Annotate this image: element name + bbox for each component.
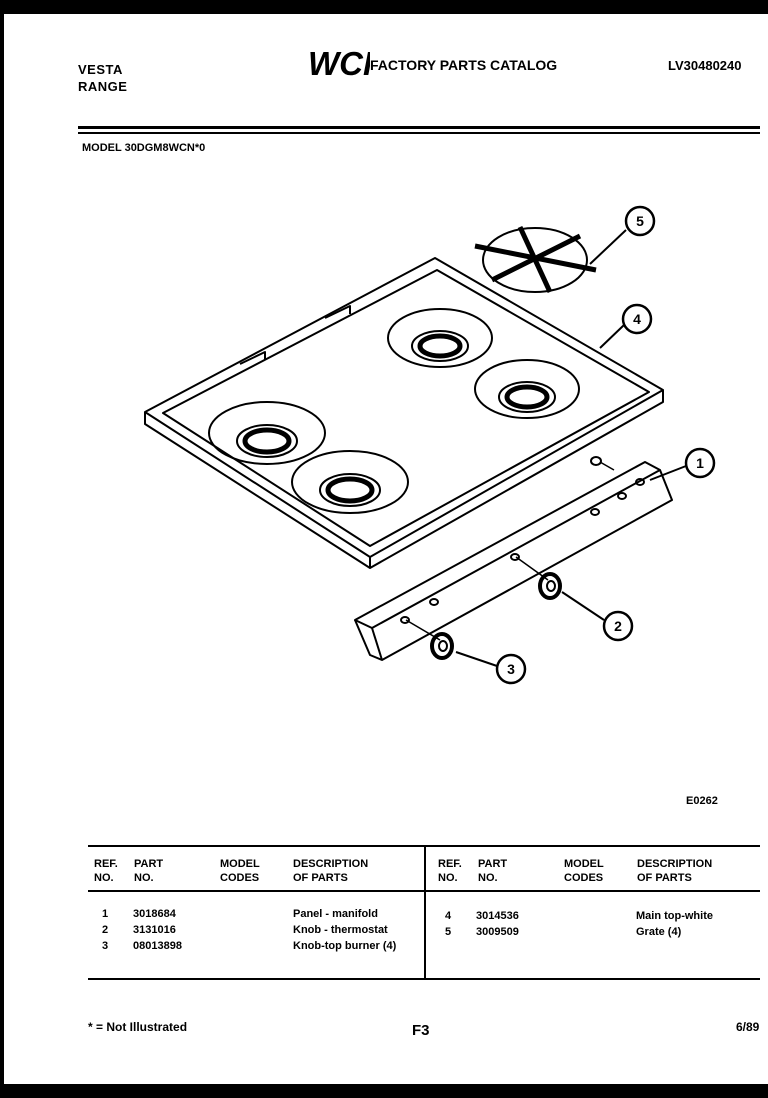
header-rule-thin	[78, 132, 760, 134]
header-model-codes: MODEL CODES	[220, 858, 260, 884]
scan-border-top	[0, 0, 768, 14]
callout-3: 3	[495, 653, 527, 685]
svg-text:4: 4	[633, 311, 641, 327]
row-ref: 5	[445, 926, 452, 938]
header-ref-no-right: REF. NO.	[438, 858, 462, 884]
svg-text:1: 1	[696, 455, 704, 471]
callout-4: 4	[621, 303, 653, 335]
row-description: Panel - manifold	[293, 908, 378, 920]
product-type: RANGE	[78, 79, 128, 94]
diagram-id: E0262	[686, 795, 718, 807]
burner-rear-right	[387, 308, 493, 368]
row-ref: 2	[102, 924, 109, 936]
burner-front-right	[474, 359, 580, 419]
model-number: MODEL 30DGM8WCN*0	[82, 142, 206, 154]
callout-1: 1	[684, 447, 716, 479]
exploded-parts-diagram: 1 2 3 4 5	[144, 205, 716, 685]
svg-text:3: 3	[507, 661, 515, 677]
row-part-number: 3014536	[476, 910, 519, 922]
header-description: DESCRIPTION OF PARTS	[293, 858, 369, 884]
burner-front-left	[291, 450, 409, 514]
row-description: Knob-top burner (4)	[293, 940, 397, 952]
callout-2: 2	[602, 610, 634, 642]
row-part-number: 3131016	[133, 924, 176, 936]
brand-name: VESTA	[78, 62, 123, 77]
header-ref-no: REF. NO.	[94, 858, 118, 884]
row-description: Knob - thermostat	[293, 924, 388, 936]
row-description: Main top-white	[636, 910, 713, 922]
footnote: * = Not Illustrated	[88, 1020, 188, 1034]
burner-grate	[474, 225, 597, 294]
header-rule	[78, 126, 760, 129]
row-part-number: 3018684	[133, 908, 176, 920]
scan-border-left	[0, 0, 4, 1098]
page-code: F3	[412, 1022, 430, 1039]
wci-logo-text: WCI	[308, 46, 370, 80]
catalog-number: LV30480240	[668, 58, 742, 73]
brand-block: VESTA RANGE	[78, 61, 127, 95]
table-rule-bottom	[88, 978, 760, 980]
manifold-panel	[354, 456, 673, 661]
knob-thermostat	[538, 572, 562, 600]
svg-text:2: 2	[614, 618, 622, 634]
row-ref: 4	[445, 910, 452, 922]
header-model-codes-right: MODEL CODES	[564, 858, 604, 884]
wci-logo-icon: WCI	[308, 46, 370, 80]
svg-text:5: 5	[636, 213, 644, 229]
row-description: Grate (4)	[636, 926, 682, 938]
table-column-divider	[424, 845, 426, 979]
header-part-no: PART NO.	[134, 858, 164, 884]
callout-5: 5	[624, 205, 656, 237]
row-part-number: 08013898	[133, 940, 182, 952]
knob-top-burner	[430, 632, 454, 660]
cooktop-main-top	[144, 257, 664, 569]
header-description-right: DESCRIPTION OF PARTS	[637, 858, 713, 884]
header-part-no-right: PART NO.	[478, 858, 508, 884]
row-part-number: 3009509	[476, 926, 519, 938]
scan-border-bottom	[0, 1084, 768, 1098]
catalog-date: 6/89	[736, 1020, 760, 1034]
catalog-title: FACTORY PARTS CATALOG	[370, 57, 558, 73]
row-ref: 1	[102, 908, 109, 920]
row-ref: 3	[102, 940, 109, 952]
burner-rear-left	[208, 401, 326, 465]
